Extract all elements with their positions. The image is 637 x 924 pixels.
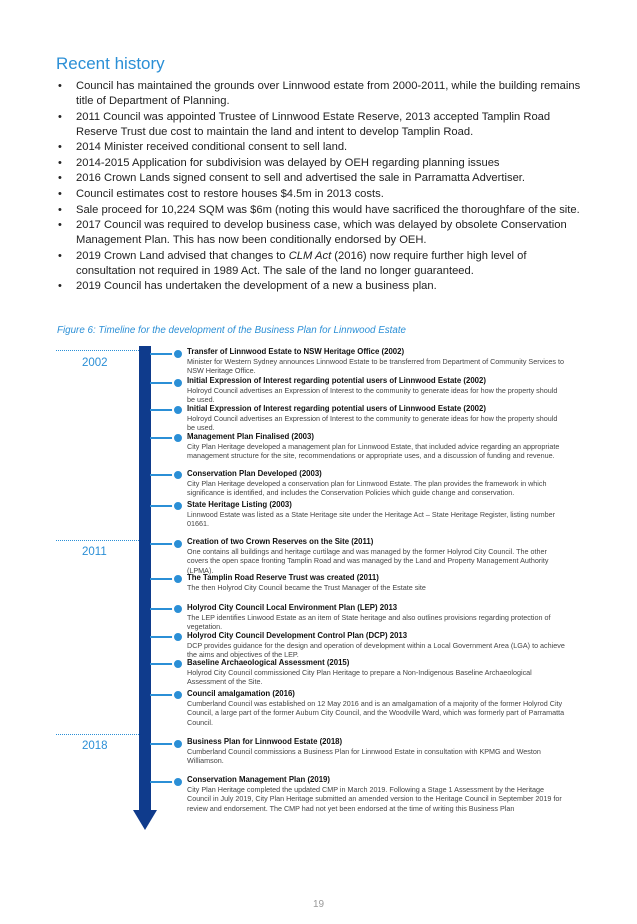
event-description: City Plan Heritage developed a conservat…	[187, 479, 547, 498]
list-item: 2011 Council was appointed Trustee of Li…	[56, 110, 586, 140]
list-item: 2019 Council has undertaken the developm…	[56, 279, 586, 294]
timeline-connector	[150, 409, 178, 411]
timeline-marker	[172, 658, 184, 670]
timeline-connector	[150, 505, 178, 507]
timeline-marker	[172, 573, 184, 585]
timeline-event: Baseline Archaeological Assessment (2015…	[187, 658, 567, 687]
event-description: Minister for Western Sydney announces Li…	[187, 357, 564, 376]
event-description: Cumberland Council commissions a Busines…	[187, 747, 541, 766]
event-description: One contains all buildings and heritage …	[187, 547, 549, 575]
year-divider	[56, 540, 139, 541]
timeline-connector	[150, 663, 178, 665]
event-title: Initial Expression of Interest regarding…	[187, 404, 486, 413]
event-description: Cumberland Council was established on 12…	[187, 699, 565, 727]
timeline-event: Transfer of Linnwood Estate to NSW Herit…	[187, 347, 567, 376]
timeline-connector	[150, 608, 178, 610]
timeline-event: Creation of two Crown Reserves on the Si…	[187, 537, 567, 575]
year-label: 2002	[82, 357, 108, 369]
event-title: Holyrod City Council Local Environment P…	[187, 603, 398, 612]
timeline-marker	[172, 738, 184, 750]
timeline-connector	[150, 636, 178, 638]
event-title: The Tamplin Road Reserve Trust was creat…	[187, 573, 379, 582]
history-bullet-list: Council has maintained the grounds over …	[56, 79, 586, 295]
event-title: Business Plan for Linnwood Estate (2018)	[187, 737, 343, 746]
list-item: 2014 Minister received conditional conse…	[56, 140, 586, 155]
timeline-event: Business Plan for Linnwood Estate (2018)…	[187, 737, 567, 766]
timeline-connector	[150, 578, 178, 580]
event-title: State Heritage Listing (2003)	[187, 500, 292, 509]
list-item: 2017 Council was required to develop bus…	[56, 218, 586, 248]
timeline-event: Council amalgamation (2016) Cumberland C…	[187, 689, 567, 727]
page-number: 19	[312, 899, 325, 910]
timeline-marker	[172, 377, 184, 389]
bullet-text: 2019 Crown Land advised that changes to	[76, 249, 289, 262]
timeline-connector	[150, 474, 178, 476]
timeline-event: Holyrod City Council Local Environment P…	[187, 603, 567, 632]
event-title: Baseline Archaeological Assessment (2015…	[187, 658, 350, 667]
timeline-marker	[172, 469, 184, 481]
timeline-connector	[150, 694, 178, 696]
event-description: Holroyd Council advertises an Expression…	[187, 414, 558, 433]
timeline-marker	[172, 432, 184, 444]
event-description: City Plan Heritage developed a managemen…	[187, 442, 560, 461]
figure-caption: Figure 6: Timeline for the development o…	[57, 325, 406, 336]
list-item: 2014-2015 Application for subdivision wa…	[56, 156, 586, 171]
year-label: 2018	[82, 740, 108, 752]
list-item: 2019 Crown Land advised that changes to …	[56, 249, 586, 279]
timeline-connector	[150, 743, 178, 745]
timeline-connector	[150, 543, 178, 545]
event-description: Linnwood Estate was listed as a State He…	[187, 510, 555, 529]
timeline-arrow-head	[133, 810, 157, 830]
event-title: Holyrod City Council Development Control…	[187, 631, 408, 640]
event-description: The then Holyrod City Council became the…	[187, 583, 426, 592]
event-description: The LEP identifies Linwood Estate as an …	[187, 613, 551, 632]
event-title: Transfer of Linnwood Estate to NSW Herit…	[187, 347, 405, 356]
timeline-marker	[172, 776, 184, 788]
event-description: Holyrod City Council commissioned City P…	[187, 668, 532, 687]
section-heading: Recent history	[56, 54, 165, 73]
timeline-connector	[150, 437, 178, 439]
timeline-marker	[172, 603, 184, 615]
timeline-event: Conservation Plan Developed (2003) City …	[187, 469, 567, 498]
list-item: 2016 Crown Lands signed consent to sell …	[56, 171, 586, 186]
timeline-event: Management Plan Finalised (2003) City Pl…	[187, 432, 567, 461]
event-title: Creation of two Crown Reserves on the Si…	[187, 537, 374, 546]
event-description: Holroyd Council advertises an Expression…	[187, 386, 558, 405]
timeline-marker	[172, 404, 184, 416]
act-name: CLM Act	[288, 249, 332, 262]
year-label: 2011	[82, 546, 107, 558]
timeline-event: Initial Expression of Interest regarding…	[187, 376, 567, 405]
year-divider	[56, 350, 139, 351]
timeline-marker	[172, 538, 184, 550]
event-description: City Plan Heritage completed the updated…	[187, 785, 562, 813]
event-title: Conservation Plan Developed (2003)	[187, 469, 322, 478]
timeline-connector	[150, 382, 178, 384]
timeline-event: Holyrod City Council Development Control…	[187, 631, 567, 660]
timeline-marker	[172, 348, 184, 360]
year-divider	[56, 734, 139, 735]
event-title: Initial Expression of Interest regarding…	[187, 376, 486, 385]
timeline-event: State Heritage Listing (2003) Linnwood E…	[187, 500, 567, 529]
event-title: Conservation Management Plan (2019)	[187, 775, 330, 784]
list-item: Sale proceed for 10,224 SQM was $6m (not…	[56, 203, 586, 218]
bullet-text: (2016) now require further high level of…	[76, 249, 527, 277]
event-title: Management Plan Finalised (2003)	[187, 432, 314, 441]
timeline-marker	[172, 689, 184, 701]
list-item: Council estimates cost to restore houses…	[56, 187, 586, 202]
timeline-connector	[150, 353, 178, 355]
timeline-event: The Tamplin Road Reserve Trust was creat…	[187, 573, 567, 592]
timeline-event: Conservation Management Plan (2019) City…	[187, 775, 567, 813]
event-description: DCP provides guidance for the design and…	[187, 641, 565, 660]
event-title: Council amalgamation (2016)	[187, 689, 295, 698]
timeline-marker	[172, 500, 184, 512]
list-item: Council has maintained the grounds over …	[56, 79, 586, 109]
timeline-event: Initial Expression of Interest regarding…	[187, 404, 567, 433]
timeline-connector	[150, 781, 178, 783]
timeline-marker	[172, 631, 184, 643]
timeline-spine	[139, 346, 151, 812]
